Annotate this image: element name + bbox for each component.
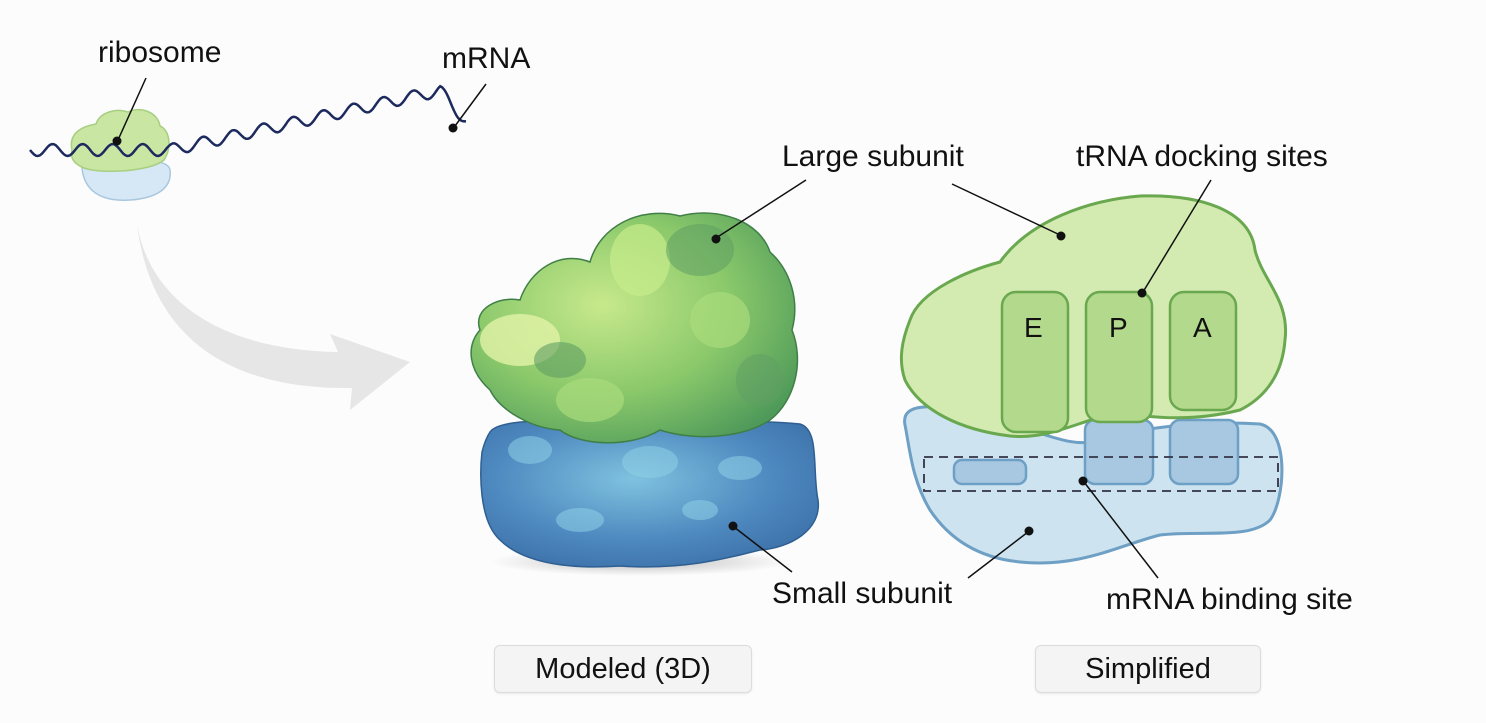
small-subunit-simplified-leader-line <box>967 531 1029 579</box>
simplified-large-subunit <box>899 194 1288 439</box>
mrna-label: mRNA <box>442 42 531 75</box>
large-subunit-simplified-leader-dot <box>1056 231 1066 241</box>
mrna-slot-left <box>952 458 1028 486</box>
modeled-ribosome <box>470 212 819 576</box>
site-e-label: E <box>1024 312 1043 343</box>
mrna-slot-a <box>1168 418 1240 486</box>
small-subunit-3d-leader-line <box>733 526 793 573</box>
mrna-binding-leader-dot <box>1078 476 1088 486</box>
small-subunit-label: Small subunit <box>772 577 953 610</box>
site-p-slot <box>1084 290 1154 424</box>
simplified-small-subunit <box>903 405 1284 565</box>
trna-docking-label: tRNA docking sites <box>1076 140 1328 173</box>
curved-arrow-icon <box>137 224 410 410</box>
small-subunit-3d-leader-dot <box>728 521 738 531</box>
ribosome-label: ribosome <box>98 36 222 69</box>
modeled-small-subunit-texture <box>508 436 762 532</box>
modeled-caption: Modeled (3D) <box>494 645 752 693</box>
large-subunit-3d-leader-dot <box>711 234 721 244</box>
large-subunit-3d-leader-line <box>715 179 807 239</box>
site-a-label: A <box>1193 312 1212 343</box>
site-p-label: P <box>1109 312 1128 343</box>
ribosome-leader-line <box>117 77 147 141</box>
mrna-binding-region <box>923 456 1279 492</box>
mrna-leader-line <box>454 83 487 127</box>
mrna-binding-leader-line <box>1083 481 1159 579</box>
large-subunit-simplified-leader-line <box>951 183 1061 236</box>
site-a-slot <box>1168 290 1238 412</box>
ribosome-leader-dot <box>112 136 122 146</box>
mrna-slot-p <box>1083 418 1155 486</box>
mrna-strand <box>29 84 467 158</box>
trna-leader-line <box>1142 179 1212 293</box>
small-subunit-simplified-leader-dot <box>1024 526 1034 536</box>
site-e-slot <box>1000 290 1070 434</box>
simplified-caption: Simplified <box>1035 645 1261 693</box>
mrna-leader-dot <box>448 123 458 133</box>
mrna-binding-site-label: mRNA binding site <box>1106 583 1353 616</box>
large-subunit-label: Large subunit <box>782 140 964 173</box>
trna-leader-dot <box>1137 288 1147 298</box>
